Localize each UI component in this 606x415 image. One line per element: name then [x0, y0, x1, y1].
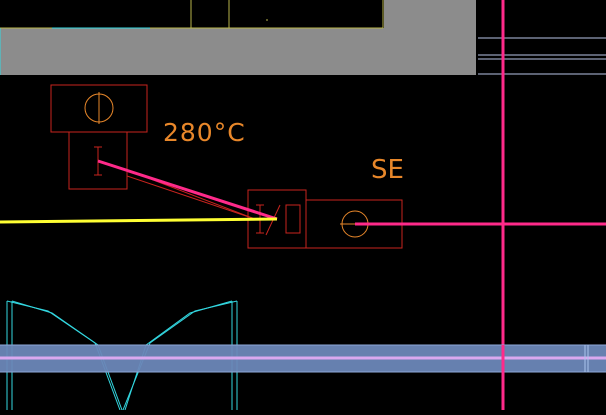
- cyan-outline: [0, 27, 150, 75]
- i-instrument-box: [68, 131, 128, 190]
- magenta-diagonal-line: [97, 159, 278, 221]
- right-grid-lines: [478, 37, 606, 75]
- gray-structure-column: [384, 0, 476, 75]
- temperature-label: 280°C: [163, 118, 246, 147]
- yellow-process-line: [0, 217, 278, 224]
- se-label: SE: [371, 155, 404, 185]
- olive-frame-lines: [0, 0, 384, 29]
- pipe-band-end-marks: [584, 345, 589, 372]
